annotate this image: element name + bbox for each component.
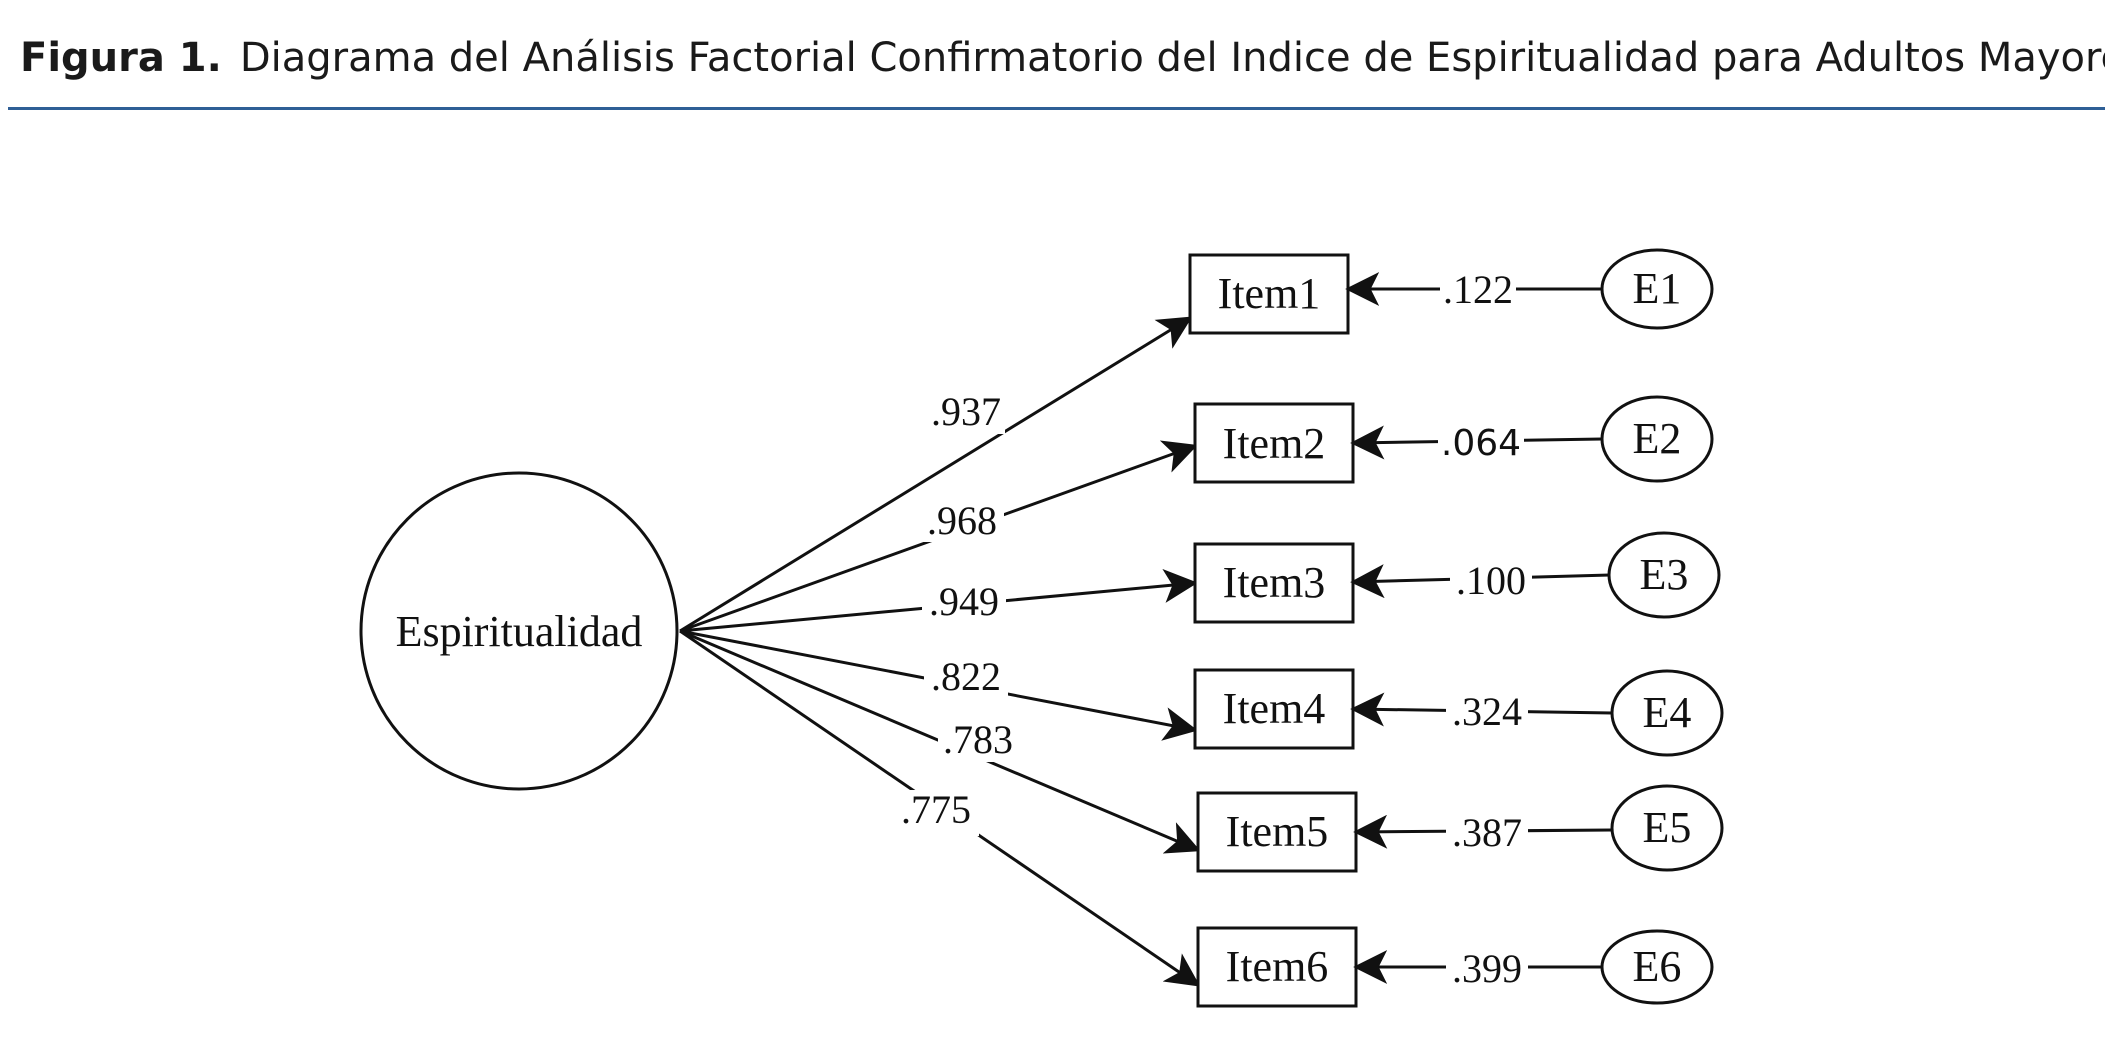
latent-factor-circle — [359, 471, 679, 791]
error-node-e6: E6 — [1600, 929, 1714, 1005]
figure-label: Figura 1. — [20, 35, 222, 81]
item-node-3: Item3 — [1193, 542, 1355, 624]
error-node-e5: E5 — [1610, 784, 1724, 872]
item-node-5: Item5 — [1196, 791, 1358, 873]
error-node-e3: E3 — [1607, 531, 1721, 619]
item-label-1: Item1 — [1218, 269, 1321, 318]
figure-caption: Figura 1. Diagrama del Análisis Factorial… — [20, 30, 2105, 86]
loading-label-item1: .937 — [931, 389, 1001, 434]
item-label-5: Item5 — [1226, 807, 1329, 856]
loading-label-item5: .783 — [943, 717, 1013, 762]
loading-labels: .937 .968 .949 .822 .783 .775 — [895, 389, 1022, 836]
error-label-e6: E6 — [1633, 942, 1682, 991]
loading-label-item6: .775 — [901, 787, 971, 832]
error-value-e4: .324 — [1452, 689, 1522, 734]
loading-label-item2: .968 — [927, 498, 997, 543]
error-terms: E1 E2 E3 E4 E5 E6 — [1600, 248, 1724, 1005]
figure-title: Diagrama del Análisis Factorial Confirma… — [239, 35, 2105, 81]
item-node-6: Item6 — [1196, 926, 1358, 1008]
item-label-2: Item2 — [1223, 419, 1326, 468]
item-label-4: Item4 — [1223, 684, 1326, 733]
error-value-e2: .064 — [1441, 423, 1521, 464]
caption-divider — [8, 107, 2105, 110]
error-node-e4: E4 — [1610, 669, 1724, 757]
error-value-e3: .100 — [1456, 558, 1526, 603]
error-label-e2: E2 — [1633, 414, 1682, 463]
error-value-e1: .122 — [1443, 267, 1513, 312]
item-node-4: Item4 — [1193, 668, 1355, 750]
error-labels: .122 .064 .100 .324 .387 .399 — [1438, 267, 1532, 991]
loading-arrow-item1 — [679, 316, 1193, 633]
error-node-e1: E1 — [1600, 248, 1714, 330]
loading-label-item3: .949 — [929, 579, 999, 624]
loading-label-item4: .822 — [931, 654, 1001, 699]
error-node-e2: E2 — [1600, 395, 1714, 483]
latent-factor-label: Espiritualidad — [396, 607, 643, 656]
item-node-2: Item2 — [1193, 402, 1355, 484]
error-value-e6: .399 — [1452, 946, 1522, 991]
error-label-e3: E3 — [1640, 550, 1689, 599]
error-paths — [1345, 272, 1613, 984]
error-label-e4: E4 — [1643, 688, 1692, 737]
error-label-e1: E1 — [1633, 264, 1682, 313]
observed-items: Item1 Item2 Item3 Item4 Item5 Item6 — [1188, 253, 1358, 1008]
error-value-e5: .387 — [1452, 810, 1522, 855]
error-label-e5: E5 — [1643, 803, 1692, 852]
item-node-1: Item1 — [1188, 253, 1350, 335]
item-label-3: Item3 — [1223, 558, 1326, 607]
latent-factor: Espiritualidad — [359, 471, 679, 791]
item-label-6: Item6 — [1226, 942, 1329, 991]
